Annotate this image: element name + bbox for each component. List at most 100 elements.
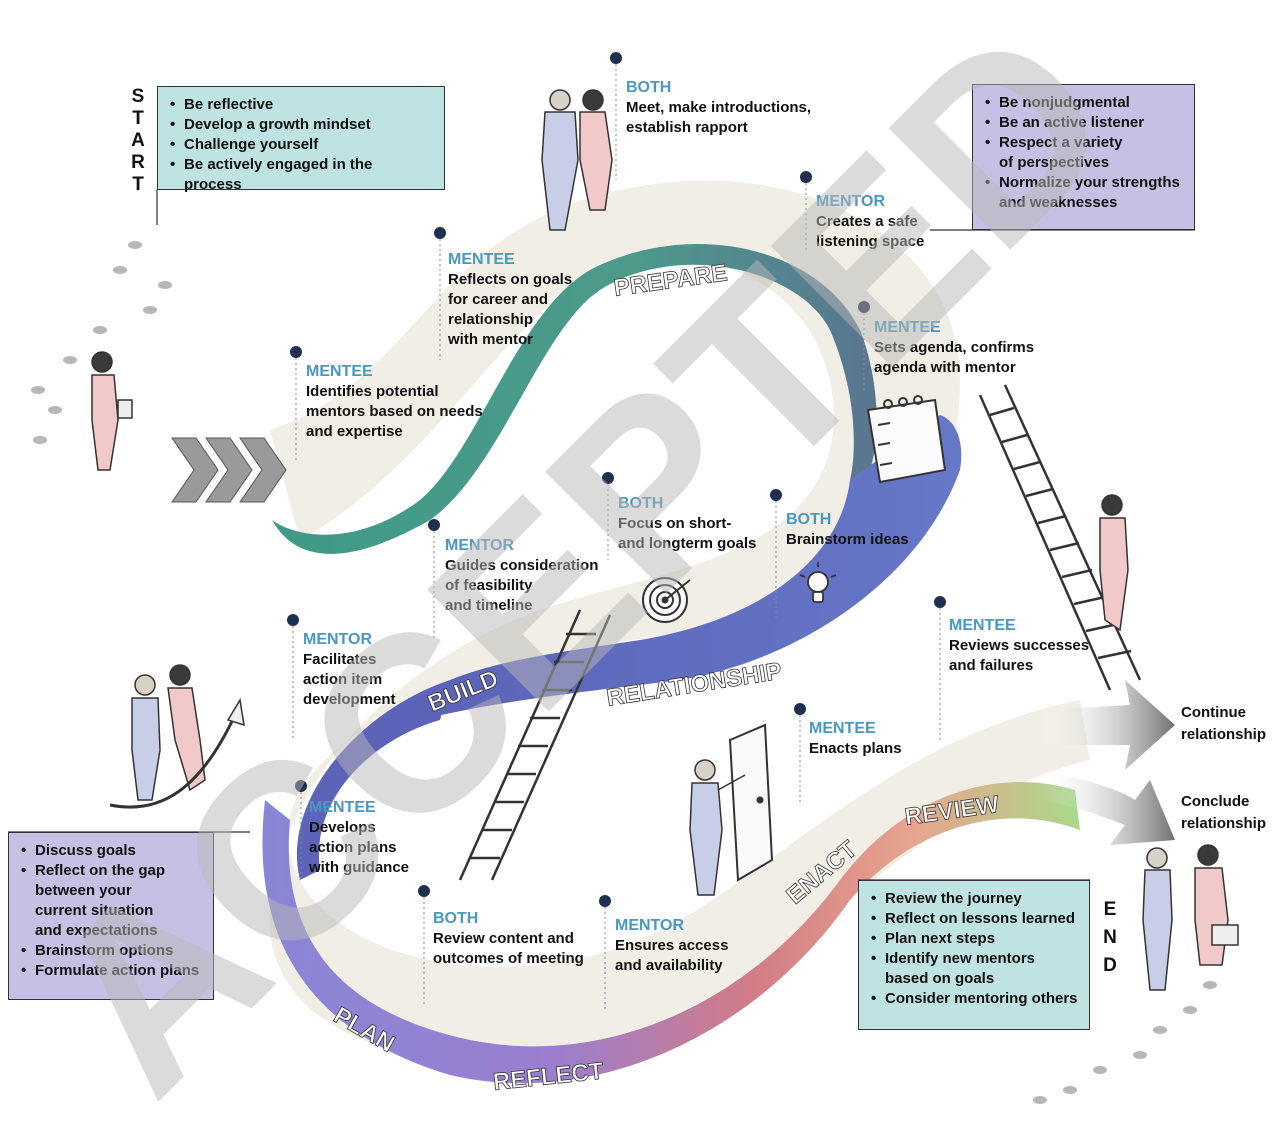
people-end	[1142, 844, 1239, 991]
mentor-trait-item: Be nonjudgmental	[985, 93, 1184, 113]
step-feasibility: MENTOR Guides consideration of feasibili…	[445, 536, 598, 616]
step-dot	[770, 489, 782, 501]
mentor-trait-item: Be an active listener	[985, 113, 1184, 133]
step-access: MENTOR Ensures access and availability	[615, 916, 728, 976]
ladder-center	[458, 609, 612, 881]
step-desc: Brainstorm ideas	[786, 531, 909, 548]
ribbon-prepare	[272, 244, 877, 554]
step-desc: Facilitates action item development	[303, 651, 396, 708]
step-role: BOTH	[433, 910, 479, 927]
step-dot	[800, 171, 812, 183]
target	[642, 577, 691, 623]
step-desc: Reviews successes and failures	[949, 637, 1090, 674]
step-review-successes: MENTEE Reviews successes and failures	[949, 616, 1089, 676]
step-role: MENTOR	[303, 631, 373, 648]
step-desc: Creates a safe listening space	[816, 213, 925, 250]
person-door	[689, 759, 746, 896]
end-item: Consider mentoring others	[871, 989, 1079, 1009]
step-desc: Sets agenda, confirms agenda with mentor	[874, 339, 1035, 376]
step-dot	[610, 52, 622, 64]
start-letter: T	[132, 174, 144, 195]
lightbulb	[799, 562, 837, 603]
start-letter: T	[132, 108, 144, 129]
plan-item: Discuss goals	[21, 841, 203, 861]
step-role: MENTOR	[615, 917, 685, 934]
step-dot	[290, 346, 302, 358]
step-brainstorm: BOTH Brainstorm ideas	[786, 510, 909, 550]
people-top	[541, 89, 613, 231]
step-desc: Meet, make introductions, establish rapp…	[626, 99, 812, 136]
end-letter: D	[1103, 955, 1117, 976]
step-dot	[794, 703, 806, 715]
mentor-trait-item: Normalize your strengths and weaknesses	[985, 173, 1184, 213]
step-enacts-plans: MENTEE Enacts plans	[809, 719, 902, 759]
step-desc: Identifies potential mentors based on ne…	[306, 383, 483, 440]
door	[728, 723, 774, 882]
step-reflect-goals: MENTEE Reflects on goals for career and …	[448, 250, 572, 350]
start-item: Be reflective	[170, 95, 434, 115]
start-item: Challenge yourself	[170, 135, 434, 155]
step-markers	[287, 52, 946, 1010]
step-dot	[287, 614, 299, 626]
end-letter: E	[1103, 899, 1117, 920]
step-role: MENTEE	[874, 319, 941, 336]
conclude-relationship-label: Conclude relationship	[1181, 793, 1267, 832]
start-letter: A	[131, 130, 145, 151]
step-dot	[599, 895, 611, 907]
ladder-right	[978, 384, 1142, 691]
step-desc: Guides consideration of feasibility and …	[445, 557, 599, 614]
plan-item: Formulate action plans	[21, 961, 203, 981]
step-set-agenda: MENTEE Sets agenda, confirms agenda with…	[874, 318, 1034, 378]
step-develop-plans: MENTEE Develops action plans with guidan…	[309, 798, 409, 878]
end-item: Review the journey	[871, 889, 1079, 909]
step-safe-space: MENTOR Creates a safe listening space	[816, 192, 924, 252]
plan-box: Discuss goals Reflect on the gap between…	[8, 832, 214, 1000]
step-identify-mentors: MENTEE Identifies potential mentors base…	[306, 362, 483, 442]
start-item: Be actively engaged in the process	[170, 155, 434, 195]
start-box: Be reflective Develop a growth mindset C…	[157, 86, 445, 193]
step-dot	[934, 596, 946, 608]
step-dot	[418, 885, 430, 897]
footprints-end	[1033, 981, 1217, 1104]
end-letter: N	[1103, 927, 1117, 948]
step-role: MENTOR	[445, 537, 515, 554]
step-dot	[602, 472, 614, 484]
step-desc: Focus on short- and longterm goals	[618, 515, 757, 552]
chevron-arrows	[171, 437, 287, 503]
footprints-start	[31, 241, 172, 444]
step-role: MENTEE	[448, 251, 515, 268]
continue-relationship-label: Continue relationship	[1181, 704, 1267, 743]
ribbon-build	[296, 680, 450, 880]
step-dot	[858, 301, 870, 313]
person-ladder	[1099, 494, 1129, 632]
end-item: Plan next steps	[871, 929, 1079, 949]
step-role: BOTH	[626, 79, 672, 96]
ribbon-reflect	[262, 782, 1080, 1084]
step-desc: Ensures access and availability	[615, 937, 729, 974]
step-desc: Develops action plans with guidance	[309, 819, 410, 876]
calendar	[866, 395, 947, 484]
start-label: S T A R T	[128, 86, 148, 196]
step-dot	[295, 780, 307, 792]
plan-item: Brainstorm options	[21, 941, 203, 961]
step-role: MENTEE	[809, 720, 876, 737]
end-box: Review the journey Reflect on lessons le…	[858, 880, 1090, 1030]
step-role: MENTEE	[306, 363, 373, 380]
start-letter: S	[131, 86, 145, 107]
step-role: BOTH	[786, 511, 832, 528]
step-dot	[428, 519, 440, 531]
end-item: Identify new mentors based on goals	[871, 949, 1079, 989]
step-meet: BOTH Meet, make introductions, establish…	[626, 78, 811, 138]
person-start	[91, 351, 133, 471]
continue-arrow-shape	[1040, 680, 1175, 770]
conclude-arrow-shape	[1040, 770, 1175, 845]
step-desc: Enacts plans	[809, 740, 902, 757]
mentor-trait-item: Respect a variety of perspectives	[985, 133, 1184, 173]
step-dot	[434, 227, 446, 239]
end-item: Reflect on lessons learned	[871, 909, 1079, 929]
step-review-content: BOTH Review content and outcomes of meet…	[433, 909, 584, 969]
plan-item: Reflect on the gap between your current …	[21, 861, 203, 941]
step-desc: Review content and outcomes of meeting	[433, 930, 584, 967]
